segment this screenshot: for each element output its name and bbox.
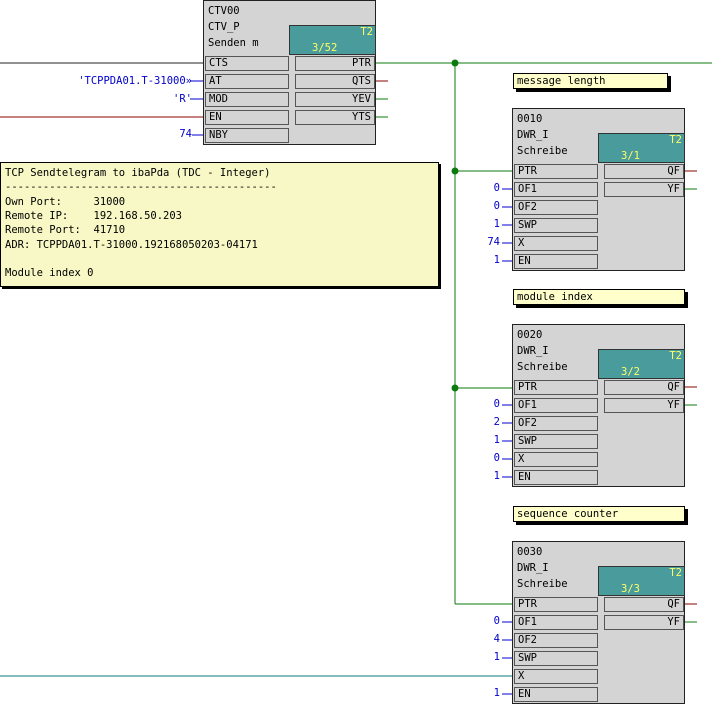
- block-name: 0030: [517, 546, 543, 558]
- block-name: CTV00: [208, 5, 240, 17]
- input-value: 1: [493, 434, 500, 446]
- block-comment: Schreibe: [517, 578, 568, 590]
- block-type: DWR_I: [517, 562, 549, 574]
- input-pin-at[interactable]: AT: [205, 74, 289, 89]
- input-pin-of2[interactable]: OF2: [514, 416, 598, 431]
- task-label: T2: [669, 567, 682, 579]
- block-name: 0020: [517, 329, 543, 341]
- input-pin-of1[interactable]: OF1: [514, 398, 598, 413]
- input-pin-x[interactable]: X: [514, 669, 598, 684]
- sequence-number: 3/52: [312, 42, 338, 54]
- comment-line: ----------------------------------------…: [5, 181, 277, 194]
- comment-line: Module index 0: [5, 267, 94, 280]
- block-name: 0010: [517, 113, 543, 125]
- input-pin-x[interactable]: X: [514, 236, 598, 251]
- input-value: 74: [487, 236, 500, 248]
- input-pin-of2[interactable]: OF2: [514, 200, 598, 215]
- task-label: T2: [669, 134, 682, 146]
- block-type: DWR_I: [517, 129, 549, 141]
- comment-line: Own Port: 31000: [5, 195, 126, 208]
- block-comment: Schreibe: [517, 361, 568, 373]
- output-pin-qf[interactable]: QF: [604, 380, 684, 395]
- input-pin-nby[interactable]: NBY: [205, 128, 289, 143]
- block-comment: Schreibe: [517, 145, 568, 157]
- ctv-at-value: 'TCPPDA01.T-31000»: [78, 75, 192, 87]
- input-pin-en[interactable]: EN: [514, 254, 598, 269]
- output-pin-qts[interactable]: QTS: [295, 74, 375, 89]
- type-cell: T2 3/52: [289, 25, 376, 55]
- type-cell: T2 3/1: [598, 133, 685, 163]
- output-pin-qf[interactable]: QF: [604, 597, 684, 612]
- input-value: 0: [493, 452, 500, 464]
- task-label: T2: [360, 26, 373, 38]
- input-pin-of1[interactable]: OF1: [514, 182, 598, 197]
- input-pin-swp[interactable]: SWP: [514, 434, 598, 449]
- input-pin-swp[interactable]: SWP: [514, 651, 598, 666]
- output-pin-yts[interactable]: YTS: [295, 110, 375, 125]
- comment-box: TCP Sendtelegram to ibaPda (TDC - Intege…: [0, 162, 439, 287]
- input-value: 1: [493, 470, 500, 482]
- input-value: 0: [493, 615, 500, 627]
- output-pin-yf[interactable]: YF: [604, 182, 684, 197]
- block-label: message length: [513, 73, 668, 89]
- sequence-number: 3/1: [621, 150, 640, 162]
- input-value: 0: [493, 200, 500, 212]
- input-value: 1: [493, 687, 500, 699]
- input-pin-mod[interactable]: MOD: [205, 92, 289, 107]
- output-pin-yf[interactable]: YF: [604, 398, 684, 413]
- input-value: 0: [493, 182, 500, 194]
- input-pin-en[interactable]: EN: [514, 470, 598, 485]
- task-label: T2: [669, 350, 682, 362]
- input-pin-of2[interactable]: OF2: [514, 633, 598, 648]
- input-pin-swp[interactable]: SWP: [514, 218, 598, 233]
- junction-dot: [451, 59, 459, 67]
- input-pin-x[interactable]: X: [514, 452, 598, 467]
- output-pin-ptr[interactable]: PTR: [295, 56, 375, 71]
- comment-line: Remote IP: 192.168.50.203: [5, 209, 183, 222]
- input-pin-ptr[interactable]: PTR: [514, 164, 598, 179]
- input-pin-ptr[interactable]: PTR: [514, 597, 598, 612]
- output-pin-yf[interactable]: YF: [604, 615, 684, 630]
- input-pin-of1[interactable]: OF1: [514, 615, 598, 630]
- input-value: 1: [493, 218, 500, 230]
- ctv-nby-value: 74: [179, 128, 192, 140]
- block-label: sequence counter: [513, 506, 685, 522]
- input-pin-en[interactable]: EN: [205, 110, 289, 125]
- comment-line: ADR: TCPPDA01.T-31000.192168050203-04171: [5, 238, 258, 251]
- comment-line: Remote Port: 41710: [5, 224, 126, 237]
- type-cell: T2 3/3: [598, 566, 685, 596]
- ctv-mod-value: 'R': [173, 93, 192, 105]
- input-value: 1: [493, 254, 500, 266]
- input-pin-ptr[interactable]: PTR: [514, 380, 598, 395]
- sequence-number: 3/3: [621, 583, 640, 595]
- comment-line: TCP Sendtelegram to ibaPda (TDC - Intege…: [5, 167, 271, 179]
- ctv-block[interactable]: CTV00 CTV_P Senden m T2 3/52 CTS AT MOD EN N…: [203, 0, 376, 145]
- type-cell: T2 3/2: [598, 349, 685, 379]
- block-label: module index: [513, 289, 685, 305]
- input-value: 4: [493, 633, 500, 645]
- input-value: 1: [493, 651, 500, 663]
- output-pin-qf[interactable]: QF: [604, 164, 684, 179]
- block-type: DWR_I: [517, 345, 549, 357]
- block-comment: Senden m: [208, 37, 259, 49]
- block-type: CTV_P: [208, 21, 240, 33]
- input-pin-en[interactable]: EN: [514, 687, 598, 702]
- input-value: 2: [493, 416, 500, 428]
- output-pin-yev[interactable]: YEV: [295, 92, 375, 107]
- input-value: 0: [493, 398, 500, 410]
- sequence-number: 3/2: [621, 366, 640, 378]
- input-pin-cts[interactable]: CTS: [205, 56, 289, 71]
